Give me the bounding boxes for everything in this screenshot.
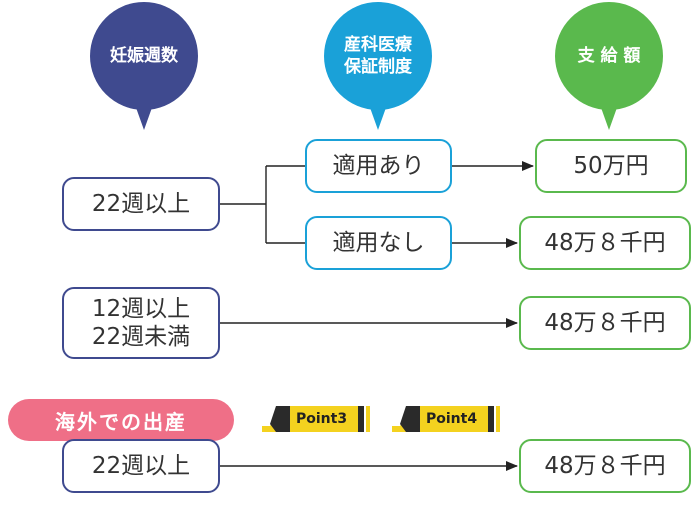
weeks-12-22-box: 12週以上 22週未満 bbox=[62, 287, 220, 359]
not-applied-label: 適用なし bbox=[332, 230, 425, 256]
applied-box: 適用あり bbox=[305, 139, 452, 193]
highlighter-cap-edge-icon bbox=[496, 406, 500, 432]
overseas-weeks-label: 22週以上 bbox=[91, 453, 191, 479]
point4-label: Point4 bbox=[420, 406, 488, 432]
applied-amount-box: 50万円 bbox=[535, 139, 687, 193]
overseas-birth-pill: 海外での出産 bbox=[8, 399, 234, 441]
weeks-22-plus-box: 22週以上 bbox=[62, 177, 220, 231]
highlighter-cap-icon bbox=[358, 406, 364, 432]
header-weeks-label: 妊娠週数 bbox=[110, 46, 178, 66]
weeks-22-plus-label: 22週以上 bbox=[91, 191, 191, 217]
overseas-amount-box: 48万８千円 bbox=[519, 439, 691, 493]
overseas-weeks-box: 22週以上 bbox=[62, 439, 220, 493]
header-system-label: 産科医療 保証制度 bbox=[344, 35, 412, 77]
not-applied-box: 適用なし bbox=[305, 216, 452, 270]
highlighter-tip-icon bbox=[262, 406, 292, 432]
not-applied-amount-box: 48万８千円 bbox=[519, 216, 691, 270]
header-weeks-pointer bbox=[134, 102, 154, 130]
row2-amount-label: 48万８千円 bbox=[544, 310, 666, 336]
weeks-12-22-label: 12週以上 22週未満 bbox=[91, 296, 191, 350]
header-amount-pointer bbox=[599, 102, 619, 130]
highlighter-cap-icon bbox=[488, 406, 494, 432]
overseas-amount-label: 48万８千円 bbox=[544, 453, 666, 479]
header-system-circle: 産科医療 保証制度 bbox=[324, 2, 432, 110]
point3-marker: Point3 bbox=[262, 406, 372, 432]
highlighter-cap-edge-icon bbox=[366, 406, 370, 432]
overseas-birth-label: 海外での出産 bbox=[55, 409, 187, 434]
applied-amount-label: 50万円 bbox=[573, 153, 649, 179]
row2-amount-box: 48万８千円 bbox=[519, 296, 691, 350]
point3-label: Point3 bbox=[290, 406, 358, 432]
not-applied-amount-label: 48万８千円 bbox=[544, 230, 666, 256]
header-amount-circle: 支 給 額 bbox=[555, 2, 663, 110]
branch-connector bbox=[220, 165, 305, 244]
point4-marker: Point4 bbox=[392, 406, 502, 432]
header-amount-label: 支 給 額 bbox=[577, 46, 641, 66]
applied-label: 適用あり bbox=[332, 153, 425, 179]
highlighter-tip-icon bbox=[392, 406, 422, 432]
header-system-pointer bbox=[368, 102, 388, 130]
header-weeks-circle: 妊娠週数 bbox=[90, 2, 198, 110]
